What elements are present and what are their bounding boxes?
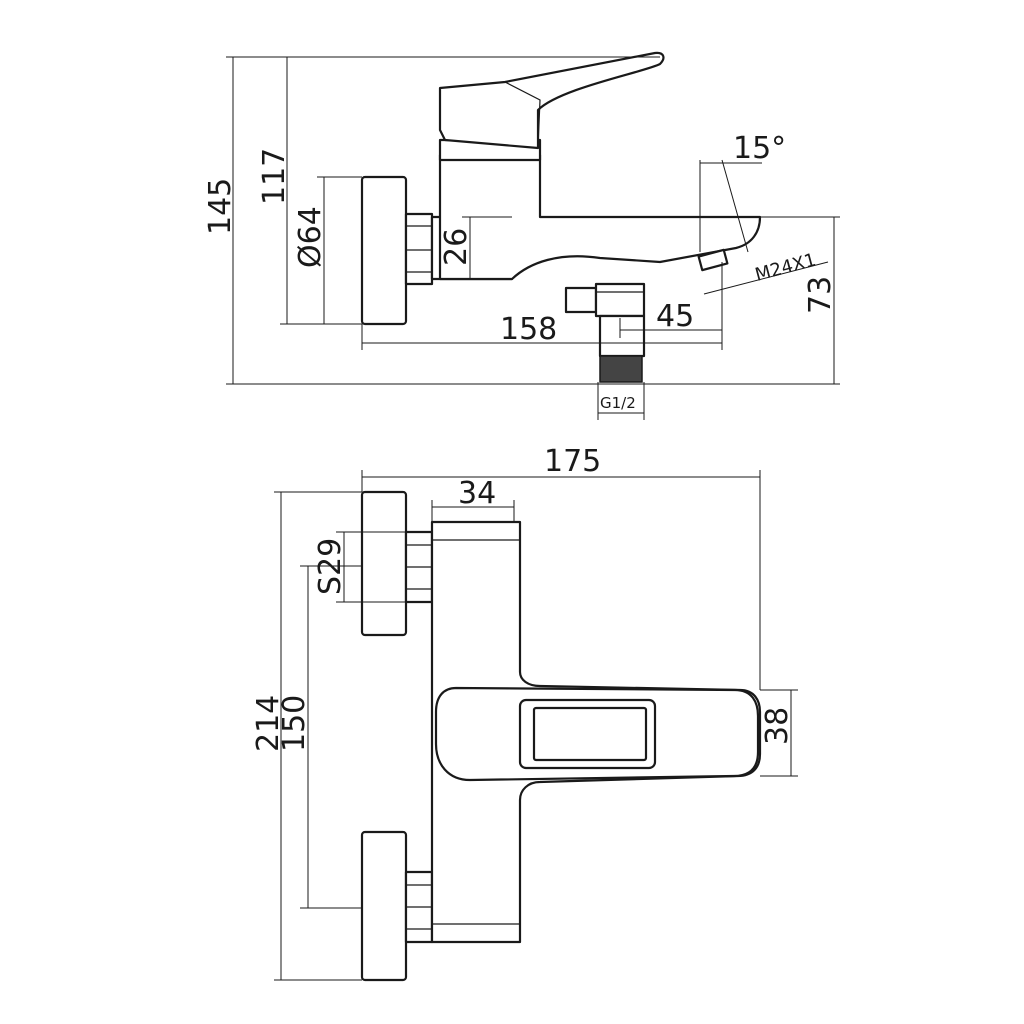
top-view: 175 34 S29 214 150 <box>251 444 798 982</box>
dim-inlet-thread-label: G1/2 <box>600 394 636 412</box>
dim-total-width-label: 175 <box>544 444 601 479</box>
dim-flange-diameter: Ø64 <box>293 176 362 324</box>
dim-spout-height: 73 <box>760 216 840 384</box>
top-flange <box>360 490 408 637</box>
dim-spout-height-label: 73 <box>803 276 838 314</box>
dim-spout-offset-label: 45 <box>656 299 694 334</box>
dim-center-distance-label: 150 <box>277 695 312 752</box>
side-view: 145 117 Ø64 26 158 <box>203 51 840 420</box>
mixer-body <box>438 153 762 281</box>
dim-inlet-height-label: 26 <box>439 228 474 266</box>
diverter-knob <box>564 286 598 314</box>
lever-handle <box>438 51 665 150</box>
diverter-body <box>594 282 646 318</box>
dim-body-width: 34 <box>431 476 515 522</box>
dim-total-height-label: 145 <box>203 178 238 235</box>
dim-body-width-label: 34 <box>458 476 496 511</box>
wall-flange <box>360 175 408 326</box>
dim-total-length: 214 <box>251 491 362 981</box>
dim-depth: 158 <box>361 262 723 350</box>
dim-depth-label: 158 <box>500 312 557 347</box>
dim-spout-angle-label: 15° <box>733 131 786 166</box>
hex-nut <box>404 212 434 286</box>
dim-inlet-thread: G1/2 <box>597 382 645 420</box>
handle-recess-inner <box>532 706 648 762</box>
dim-handle-width: 38 <box>760 689 798 777</box>
threaded-inlet <box>599 355 643 383</box>
dim-total-length-label: 214 <box>251 695 286 752</box>
dim-handle-width-label: 38 <box>760 707 795 745</box>
dim-spout-angle: 15° <box>699 131 786 253</box>
outlet-connector <box>598 314 646 358</box>
dim-total-height: 145 <box>203 56 840 385</box>
dim-flange-diameter-label: Ø64 <box>293 206 328 268</box>
dim-inlet-height: 26 <box>439 216 512 279</box>
dim-center-distance: 150 <box>277 565 362 909</box>
dim-body-height: 117 <box>257 57 362 325</box>
aerator <box>697 248 729 272</box>
bottom-flange <box>360 830 408 982</box>
dim-total-width: 175 <box>361 444 761 690</box>
dim-body-height-label: 117 <box>257 148 292 205</box>
dim-spout-offset: 45 <box>619 299 722 338</box>
